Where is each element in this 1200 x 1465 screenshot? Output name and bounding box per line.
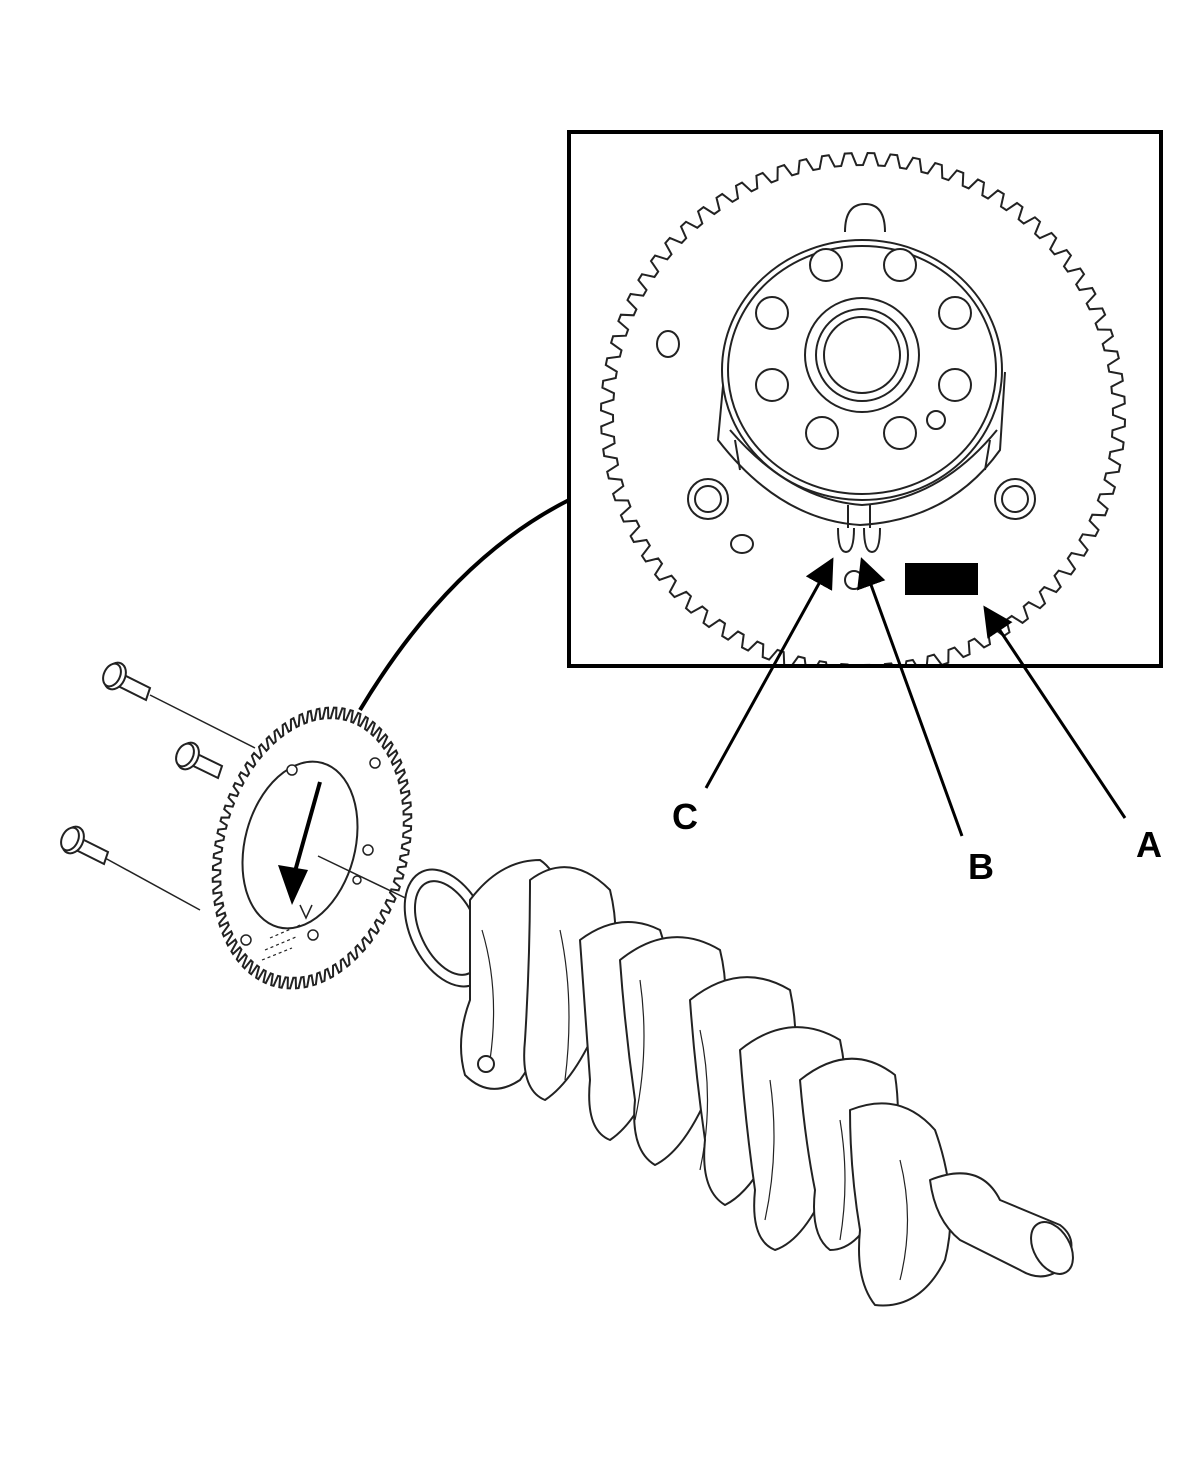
- detail-leader-line: [358, 498, 570, 712]
- timing-mark-a: [905, 563, 978, 595]
- arrow-icon: [278, 781, 322, 905]
- callout-label-b: B: [968, 846, 994, 887]
- leader-b: [857, 557, 964, 837]
- bolt-icon: [102, 661, 256, 749]
- bolt-icon: [175, 741, 224, 780]
- leader-c: [704, 557, 834, 789]
- ring-holes: [656, 330, 1036, 590]
- reluctor-ring: [211, 706, 421, 990]
- callout-leaders: [704, 557, 1127, 837]
- bolt-icon: [60, 825, 201, 911]
- leader-a: [983, 605, 1127, 819]
- detail-inset: [567, 130, 1163, 668]
- callout-label-c: C: [672, 796, 698, 837]
- crankshaft: [403, 859, 1074, 1307]
- bolts: [60, 661, 256, 911]
- callout-label-a: A: [1136, 824, 1162, 865]
- crank-hub-detail: [716, 202, 1006, 554]
